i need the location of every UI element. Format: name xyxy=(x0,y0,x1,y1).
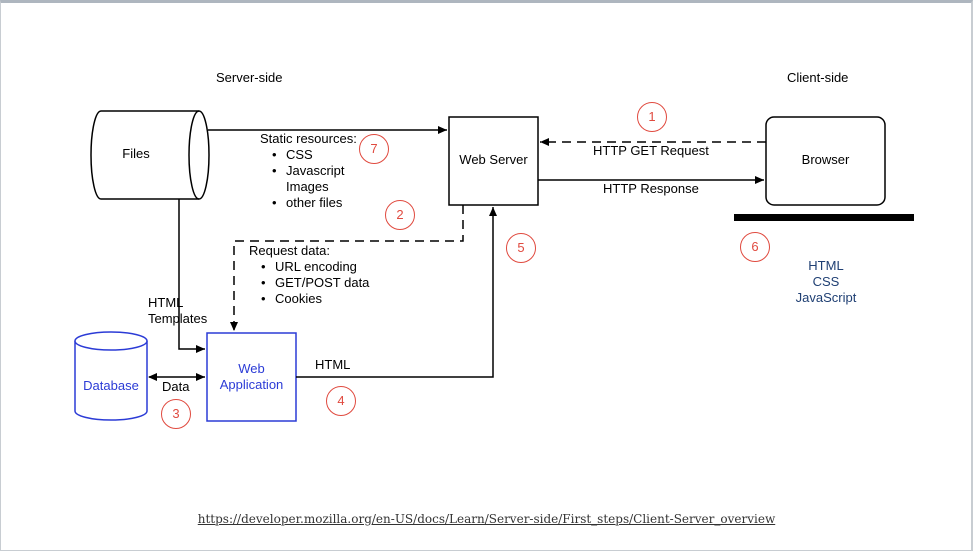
html-templates-arrow xyxy=(178,199,205,353)
step-1-badge: 1 xyxy=(637,102,667,132)
request-data-block: Request data: URL encoding GET/POST data… xyxy=(249,243,369,307)
static-resource-item: CSS xyxy=(272,147,357,163)
static-resource-item: Javascript xyxy=(272,163,357,179)
data-label: Data xyxy=(162,379,190,394)
web-server-label: Web Server xyxy=(459,152,528,167)
request-data-item: GET/POST data xyxy=(261,275,369,291)
web-application-label: Web Application xyxy=(207,361,296,393)
request-data-arrow xyxy=(230,205,464,331)
request-data-title: Request data: xyxy=(249,243,330,258)
web-application-label-line1: Web xyxy=(238,361,265,376)
browser-node xyxy=(734,116,914,221)
http-get-request-label: HTTP GET Request xyxy=(593,143,709,158)
client-tech-item: HTML xyxy=(808,258,844,273)
html-label: HTML xyxy=(315,357,351,372)
web-application-node xyxy=(206,332,297,422)
browser-label: Browser xyxy=(801,152,850,167)
http-response-label: HTTP Response xyxy=(603,181,699,196)
request-data-item: Cookies xyxy=(261,291,369,307)
source-link[interactable]: https://developer.mozilla.org/en-US/docs… xyxy=(197,512,776,526)
request-data-item: URL encoding xyxy=(261,259,369,275)
client-tech-item: JavaScript xyxy=(795,290,857,305)
html-templates-label-line1: HTML xyxy=(148,295,184,310)
database-node xyxy=(74,331,148,421)
html-templates-label: HTML Templates xyxy=(148,295,207,327)
server-side-heading: Server-side xyxy=(216,70,283,85)
step-5-badge: 5 xyxy=(506,233,536,263)
static-resource-item: other files xyxy=(272,195,357,211)
static-resources-title: Static resources: xyxy=(260,131,357,146)
diagram-canvas xyxy=(74,110,914,422)
request-data-list: URL encoding GET/POST data Cookies xyxy=(261,259,369,307)
html-to-webserver-arrow xyxy=(296,207,497,378)
files-node xyxy=(90,110,210,200)
step-3-badge: 3 xyxy=(161,399,191,429)
step-4-badge: 4 xyxy=(326,386,356,416)
client-tech-item: CSS xyxy=(812,274,840,289)
web-server-node xyxy=(448,116,539,206)
database-label: Database xyxy=(83,378,139,393)
step-7-badge: 7 xyxy=(359,134,389,164)
step-6-badge: 6 xyxy=(740,232,770,262)
web-application-label-line2: Application xyxy=(219,377,284,392)
files-label: Files xyxy=(122,146,150,161)
client-side-heading: Client-side xyxy=(787,70,849,85)
client-tech-list: HTML CSS JavaScript xyxy=(786,258,866,306)
static-resources-list: CSS Javascript Images other files xyxy=(272,147,357,211)
html-templates-label-line2: Templates xyxy=(148,311,208,326)
step-2-badge: 2 xyxy=(385,200,415,230)
static-resources-block: Static resources: CSS Javascript Images … xyxy=(260,131,357,211)
static-resource-item: Images xyxy=(286,179,329,194)
